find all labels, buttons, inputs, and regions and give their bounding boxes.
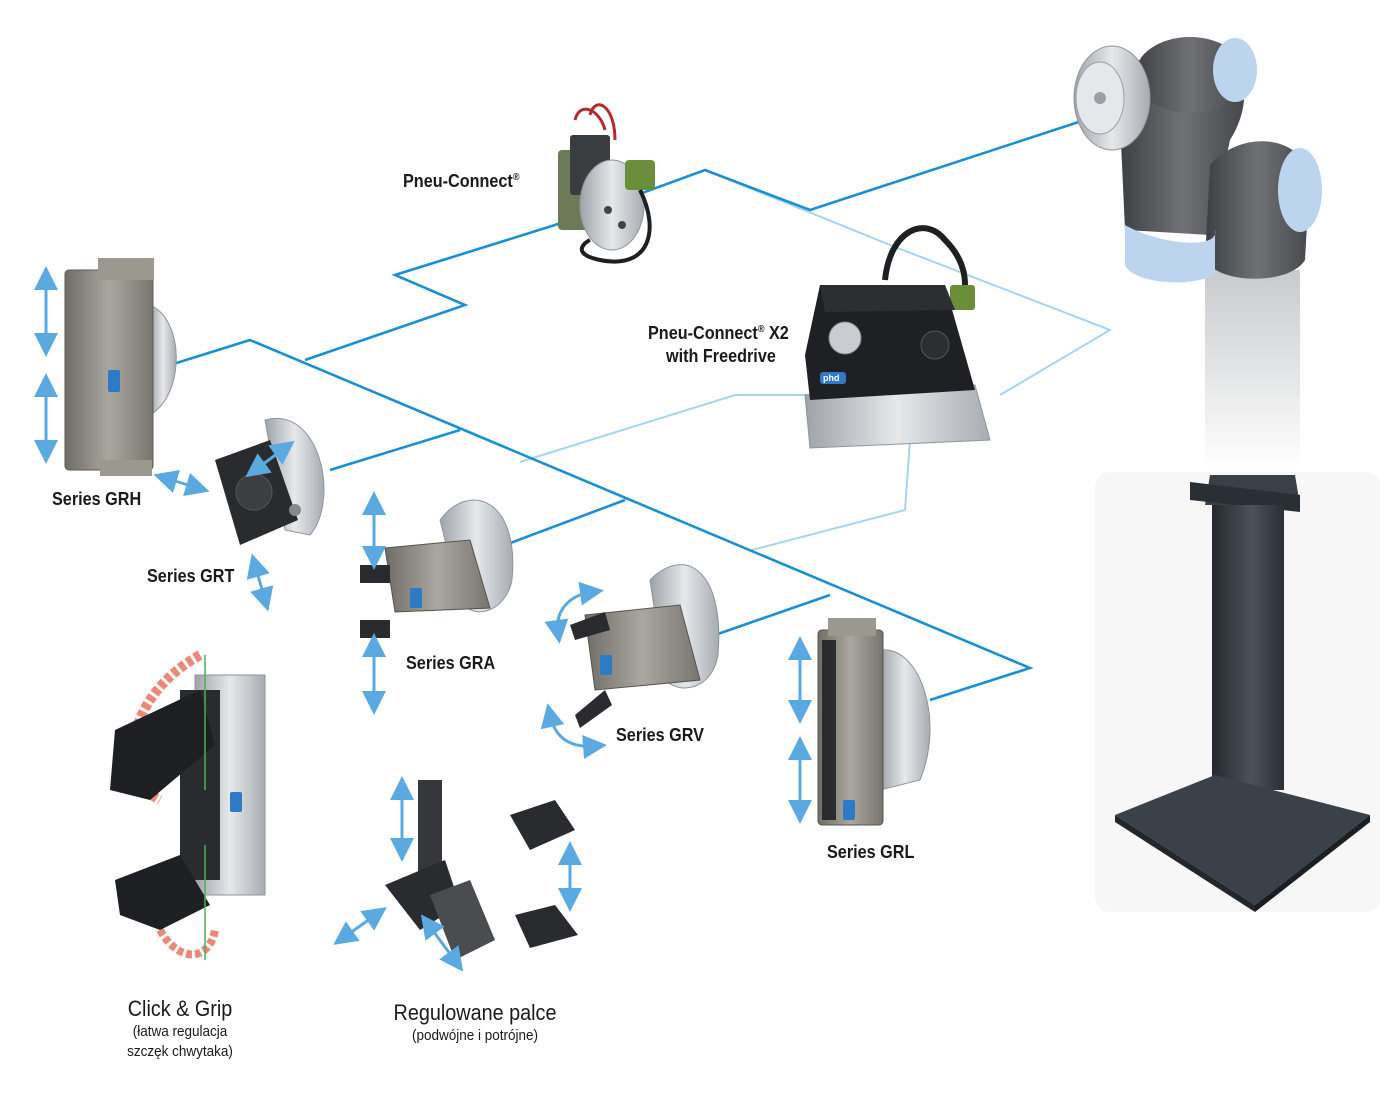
phd-logo-icon [230, 792, 242, 812]
double-arrow-icon [245, 440, 295, 478]
robot-pedestal [1095, 472, 1380, 912]
double-arrow-icon [333, 907, 387, 945]
double-arrow-icon [420, 914, 464, 972]
label-series-gra: Series GRA [406, 653, 496, 673]
primary-connection-lines [169, 113, 1101, 702]
phd-logo-icon [820, 372, 846, 384]
click-grip-gripper [110, 650, 266, 960]
series-gra-gripper [360, 491, 514, 715]
robot-arm [1073, 37, 1322, 470]
series-grh-gripper [34, 258, 177, 476]
pneu-connect-device [558, 103, 655, 264]
double-arrow-icon [246, 553, 274, 612]
pneu-connect-x2-device [804, 225, 991, 449]
fingers-sub: (podwójne i potrójne) [411, 1027, 539, 1044]
series-grt-gripper [153, 417, 325, 612]
click-grip-sub2: szczęk chwytaka) [127, 1043, 233, 1060]
label-pneu-connect: Pneu-Connect® [403, 171, 520, 191]
label-pneu-connect-x2: Pneu-Connect® X2 [648, 323, 789, 343]
label-series-grv: Series GRV [616, 725, 704, 745]
phd-brand-mark: phd [823, 373, 840, 383]
fingers-title: Regulowane palce [393, 1000, 557, 1025]
phd-logo-icon [600, 655, 612, 675]
label-adjustable-fingers: Regulowane palce (podwójne i potrójne) [376, 1000, 574, 1046]
adjustable-fingers [333, 776, 582, 972]
series-grv-gripper [540, 564, 720, 759]
phd-logo-icon [410, 588, 422, 608]
phd-logo-icon [843, 800, 855, 820]
phd-logo-icon [108, 370, 120, 392]
label-series-grl: Series GRL [827, 842, 915, 862]
series-grl-gripper [788, 618, 931, 826]
double-arrow-icon [153, 469, 210, 497]
label-series-grh: Series GRH [52, 489, 142, 509]
label-click-grip: Click & Grip (łatwa regulacja szczęk chw… [99, 996, 261, 1062]
click-grip-title: Click & Grip [127, 996, 233, 1021]
curved-arrow-icon [544, 581, 604, 644]
label-series-grt: Series GRT [147, 566, 235, 586]
label-with-freedrive: with Freedrive [666, 346, 776, 366]
curved-arrow-icon [540, 703, 607, 759]
click-grip-sub1: (łatwa regulacja [132, 1023, 228, 1040]
